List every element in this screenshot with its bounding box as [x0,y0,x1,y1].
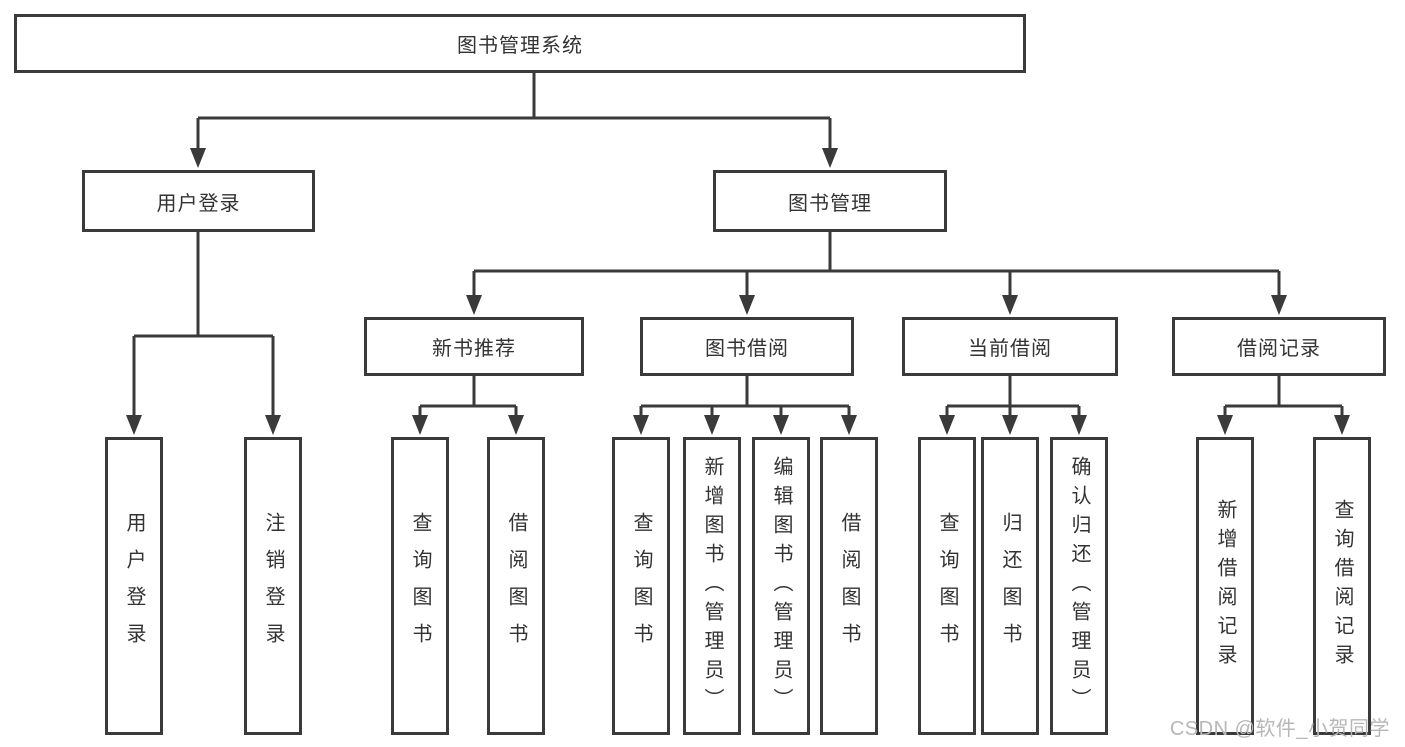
leaf-records-query: 查询借阅记录 [1313,437,1371,735]
node-current-borrow: 当前借阅 [902,317,1118,376]
node-user-login: 用户登录 [82,170,315,232]
node-borrow-label: 图书借阅 [705,338,789,360]
leaf-current-query: 查询图书 [918,437,976,735]
node-book-mgmt-label: 图书管理 [788,192,872,215]
leaf-newbooks-borrow-label: 借阅图书 [505,512,527,660]
node-new-books: 新书推荐 [364,317,584,376]
node-borrow: 图书借阅 [640,317,854,376]
leaf-borrow-book: 借阅图书 [820,437,878,735]
leaf-newbooks-query: 查询图书 [391,437,449,735]
leaf-logout-label: 注销登录 [262,512,284,660]
node-borrow-records: 借阅记录 [1172,317,1386,376]
node-root: 图书管理系统 [14,14,1026,73]
leaf-newbooks-query-label: 查询图书 [409,512,431,660]
leaf-records-add: 新增借阅记录 [1196,437,1254,735]
leaf-logout: 注销登录 [244,437,302,735]
node-current-borrow-label: 当前借阅 [968,338,1052,360]
leaf-current-confirm-return: 确认归还（管理员） [1050,437,1108,735]
leaf-borrow-add-book: 新增图书（管理员） [683,437,741,735]
leaf-borrow-book-label: 借阅图书 [838,512,860,660]
leaf-current-query-label: 查询图书 [936,512,958,660]
csdn-watermark: CSDN @软件_小贺同学 [1169,718,1390,740]
leaf-borrow-edit-book-label: 编辑图书（管理员） [770,455,792,717]
leaf-newbooks-borrow: 借阅图书 [487,437,545,735]
leaf-borrow-edit-book: 编辑图书（管理员） [752,437,810,735]
leaf-user-login: 用户登录 [105,437,163,735]
leaf-current-return: 归还图书 [981,437,1039,735]
connector-lines [126,73,1350,435]
leaf-current-return-label: 归还图书 [999,512,1021,660]
leaf-borrow-query-label: 查询图书 [630,512,652,660]
leaf-borrow-query: 查询图书 [612,437,670,735]
node-root-label: 图书管理系统 [457,35,583,57]
node-borrow-records-label: 借阅记录 [1237,338,1321,360]
node-new-books-label: 新书推荐 [432,338,516,360]
leaf-records-query-label: 查询借阅记录 [1331,499,1353,673]
node-book-mgmt: 图书管理 [713,170,947,232]
node-user-login-label: 用户登录 [156,192,241,215]
leaf-user-login-label: 用户登录 [123,512,145,660]
leaf-records-add-label: 新增借阅记录 [1214,499,1236,673]
leaf-borrow-add-book-label: 新增图书（管理员） [701,455,723,717]
leaf-current-confirm-return-label: 确认归还（管理员） [1068,455,1090,717]
